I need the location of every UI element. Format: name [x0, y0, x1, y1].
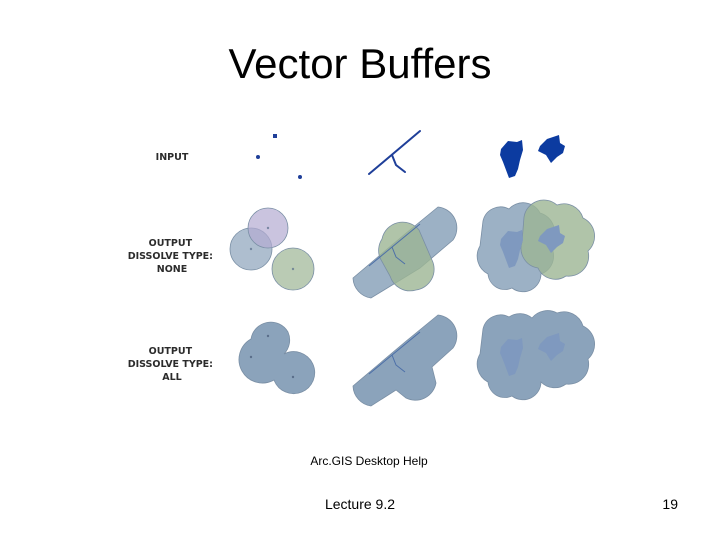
- buffers-lines-none: [352, 206, 458, 299]
- footer-lecture: Lecture 9.2: [324, 496, 396, 512]
- buffer-figure: INPUT OUTPUT DISSOLVE TYPE: NONE OUTPUT …: [128, 130, 595, 407]
- dissolved-polygon-buffer: [476, 310, 595, 401]
- buffers-lines-all: [352, 314, 458, 407]
- dissolved-point-buffer: [238, 321, 316, 395]
- buffers-polygons-none: [476, 199, 595, 293]
- buffers-polygons-all: [476, 310, 595, 401]
- input-point: [273, 134, 277, 138]
- page-number: 19: [662, 496, 678, 512]
- input-points: [256, 134, 302, 179]
- input-lines: [368, 130, 421, 175]
- input-point: [256, 155, 260, 159]
- slide-title: Vector Buffers: [228, 40, 492, 87]
- figure-caption: Arc.GIS Desktop Help: [310, 454, 428, 468]
- buffers-points-all: [238, 321, 316, 395]
- buffers-points-none: [229, 207, 315, 291]
- row-label-input: INPUT: [156, 152, 189, 163]
- dissolved-line-buffer: [352, 314, 458, 407]
- input-polygons: [500, 135, 565, 178]
- input-point: [298, 175, 302, 179]
- row-label-output-none: OUTPUT DISSOLVE TYPE: NONE: [128, 238, 217, 275]
- input-polygon: [538, 135, 565, 163]
- row-label-output-all: OUTPUT DISSOLVE TYPE: ALL: [128, 346, 217, 383]
- input-polygon: [500, 140, 523, 178]
- line-buffer: [378, 221, 435, 292]
